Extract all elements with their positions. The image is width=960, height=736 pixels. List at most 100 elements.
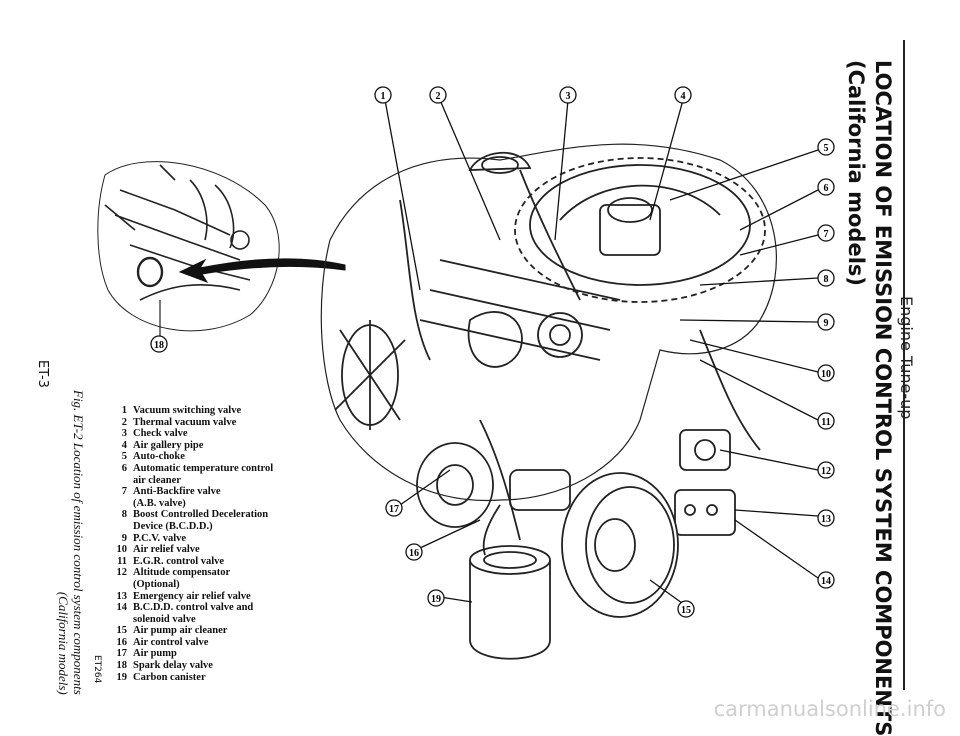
- svg-text:4: 4: [681, 91, 686, 102]
- callout-13: 13: [817, 509, 835, 527]
- callout-1: 1: [374, 86, 392, 104]
- callout-3: 3: [559, 86, 577, 104]
- legend-number: 17: [116, 648, 128, 660]
- legend-number: 3: [121, 428, 127, 440]
- svg-text:8: 8: [824, 274, 829, 285]
- legend-item: 15 Air pump air cleaner: [112, 625, 307, 637]
- legend-label: Anti-Backfire valve(A.B. valve): [133, 486, 221, 509]
- figure-code: ET264: [92, 655, 102, 684]
- svg-text:19: 19: [431, 594, 441, 605]
- legend-label-line: Boost Controlled Deceleration: [133, 509, 269, 521]
- callout-10: 10: [817, 364, 835, 382]
- legend-number: 14: [116, 602, 128, 614]
- legend-label-line: Anti-Backfire valve: [133, 486, 221, 498]
- legend-label: Thermal vacuum valve: [133, 417, 236, 429]
- legend-number: 15: [116, 625, 128, 637]
- legend-label: Air gallery pipe: [133, 440, 203, 452]
- legend-label-line: Thermal vacuum valve: [133, 416, 237, 428]
- header-rule: [903, 40, 905, 690]
- legend-label: Altitude compensator(Optional): [133, 567, 230, 590]
- legend-label-line: Emergency air relief valve: [133, 590, 251, 602]
- svg-text:5: 5: [824, 143, 829, 154]
- svg-text:6: 6: [824, 183, 829, 194]
- callout-11: 11: [817, 412, 835, 430]
- callout-15: 15: [677, 600, 695, 618]
- legend-label: Carbon canister: [133, 672, 206, 684]
- callout-9: 9: [817, 313, 835, 331]
- svg-text:7: 7: [824, 229, 829, 240]
- svg-text:16: 16: [409, 548, 419, 559]
- svg-text:3: 3: [566, 91, 571, 102]
- detail-arrow: [178, 258, 346, 283]
- svg-text:11: 11: [821, 417, 830, 428]
- legend-item: 18 Spark delay valve: [112, 660, 307, 672]
- legend-label: Air pump: [133, 648, 177, 660]
- legend-item: 17 Air pump: [112, 648, 307, 660]
- legend-number: 11: [117, 555, 127, 567]
- figure-caption: Fig. ET-2 Location of emission control s…: [56, 390, 86, 695]
- legend-label-line: air cleaner: [133, 474, 181, 486]
- legend-label-line: E.G.R. control valve: [133, 555, 225, 567]
- legend-label-line: Vacuum switching valve: [133, 405, 242, 416]
- legend-label-line: solenoid valve: [133, 613, 196, 625]
- legend-item: 19 Carbon canister: [112, 672, 307, 684]
- svg-text:2: 2: [436, 91, 441, 102]
- page-number: ET-3: [35, 360, 50, 388]
- legend-number: 19: [116, 671, 128, 683]
- legend-item: 16 Air control valve: [112, 637, 307, 649]
- leader-lines: [384, 99, 819, 604]
- legend-label-line: Air pump: [133, 648, 177, 660]
- inset-detail: [97, 161, 280, 336]
- svg-text:18: 18: [154, 340, 164, 351]
- legend-number: 6: [121, 462, 127, 474]
- svg-text:14: 14: [821, 576, 831, 587]
- legend-label-line: Spark delay valve: [133, 660, 213, 672]
- caption-line-1: Fig. ET-2 Location of emission control s…: [71, 390, 86, 695]
- callout-4: 4: [674, 86, 692, 104]
- callout-markers: 1 2 3 4 5 6 7 8 9 10 11 12 13 14 15 16 1…: [150, 86, 835, 618]
- engine-body: [320, 143, 777, 660]
- legend-label: Air relief valve: [133, 544, 200, 556]
- legend-label: Auto-choke: [133, 451, 185, 463]
- legend-label-line: Automatic temperature control: [133, 462, 274, 474]
- svg-text:17: 17: [389, 504, 399, 515]
- caption-line-2: (California models): [56, 591, 71, 695]
- svg-text:1: 1: [381, 91, 386, 102]
- legend-number: 8: [121, 509, 127, 521]
- svg-text:9: 9: [824, 318, 829, 329]
- legend-number: 16: [116, 636, 128, 648]
- legend-label: Air pump air cleaner: [133, 625, 227, 637]
- legend-label: E.G.R. control valve: [133, 556, 224, 568]
- legend-number: 1: [121, 405, 127, 416]
- legend-label: Emergency air relief valve: [133, 591, 251, 603]
- legend-label-line: Air control valve: [133, 636, 209, 648]
- callout-14: 14: [817, 571, 835, 589]
- callout-19: 19: [427, 589, 445, 607]
- svg-text:10: 10: [821, 369, 831, 380]
- legend-item: 3 Check valve: [112, 428, 307, 440]
- legend-number: 7: [121, 486, 127, 498]
- callout-18: 18: [150, 335, 168, 353]
- callout-6: 6: [817, 178, 835, 196]
- legend-label-line: Air pump air cleaner: [133, 625, 228, 637]
- legend-label-line: Auto-choke: [133, 451, 185, 463]
- legend-label-line: Check valve: [133, 428, 188, 440]
- callout-7: 7: [817, 224, 835, 242]
- legend-item: 11 E.G.R. control valve: [112, 556, 307, 568]
- legend-label-line: (A.B. valve): [133, 497, 186, 509]
- legend-number: 18: [116, 660, 128, 672]
- legend-number: 4: [121, 439, 127, 451]
- svg-text:12: 12: [821, 466, 831, 477]
